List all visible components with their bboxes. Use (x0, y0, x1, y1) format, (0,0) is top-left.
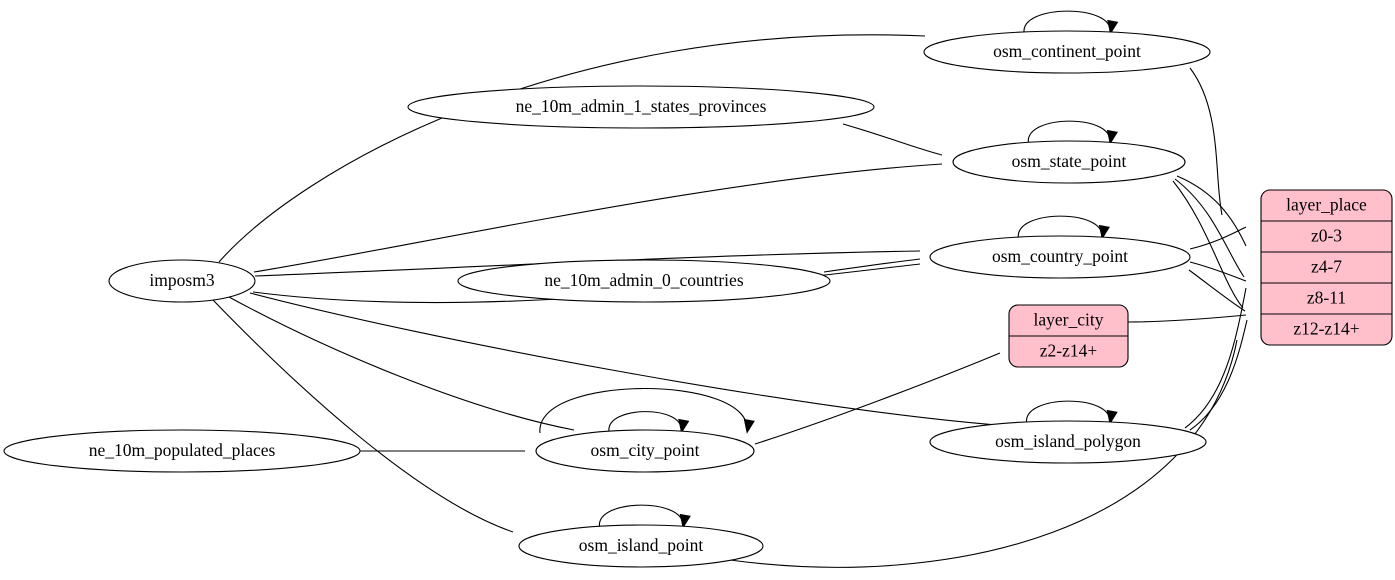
node-ellipse-osm_state_point[interactable] (952, 140, 1186, 184)
1259 (1188, 269, 1246, 312)
1259-line (1174, 178, 1245, 278)
1007.5 (249, 292, 998, 426)
1259 (1176, 175, 1247, 247)
node-ellipse-osm_city_point[interactable] (535, 429, 755, 473)
1259-line (1189, 261, 1247, 282)
1007.5-line (249, 292, 998, 426)
1259-line (1176, 175, 1247, 247)
584.5 (228, 296, 575, 431)
node-ne_10m_populated_places[interactable]: ne_10m_populated_places (3, 429, 361, 473)
selfloop-osm-state-point (1027, 120, 1118, 145)
1259 (1127, 314, 1247, 323)
930 (252, 263, 921, 304)
node-ellipse-osm_island_point[interactable] (518, 524, 764, 568)
node-ellipse-imposm3[interactable] (108, 259, 256, 303)
1259-line (1189, 319, 1248, 431)
1259 (1172, 180, 1244, 309)
selfloop-osm-city-point-inner-line (608, 411, 682, 433)
1259 (1189, 226, 1247, 250)
536 (360, 450, 525, 452)
selfloop-osm-continent-point-line (1023, 10, 1111, 34)
1258 (1189, 67, 1223, 216)
1258-line (1189, 67, 1223, 216)
1259 (1189, 319, 1248, 431)
1259-line (1127, 314, 1247, 323)
node-ellipse-ne_10m_populated_places[interactable] (3, 429, 361, 473)
node-ellipse-osm_island_polygon[interactable] (929, 420, 1207, 464)
selfloop-osm-state-point-arrowhead (1106, 129, 1118, 145)
selfloop-osm-continent-point (1023, 10, 1119, 35)
selfloop-osm-state-point-line (1027, 120, 1111, 144)
952.5-line (842, 123, 943, 156)
selfloop-osm-city-point-inner (608, 411, 690, 434)
selfloop-osm-city-point-inner-arrowhead (678, 418, 690, 434)
record-box-layer_place[interactable] (1260, 189, 1393, 346)
node-osm_island_point[interactable]: osm_island_point (518, 524, 764, 568)
selfloop-osm-island-point (598, 504, 691, 529)
selfloop-osm-city-point-outer-line (539, 388, 748, 434)
1008-line (754, 352, 1001, 445)
selfloop-osm-island-polygon (1026, 400, 1118, 425)
1259 (1184, 287, 1247, 429)
node-ellipse-osm_country_point[interactable] (929, 235, 1191, 279)
node-ne_10m_admin_1_states_provinces[interactable]: ne_10m_admin_1_states_provinces (407, 85, 875, 129)
1259 (1189, 261, 1247, 282)
1259-line (1172, 180, 1244, 309)
selfloop-osm-island-polygon-line (1026, 400, 1110, 424)
935 (218, 34, 926, 263)
1261 (729, 339, 1238, 568)
selfloop-osm-country-point-line (1017, 215, 1103, 239)
selfloop-osm-island-point-arrowhead (679, 513, 691, 529)
952 (253, 163, 943, 273)
1259-line (1188, 269, 1246, 312)
selfloop-osm-island-polygon-arrowhead (1106, 409, 1118, 425)
1259-line (1184, 287, 1247, 429)
node-ellipse-ne_10m_admin_0_countries[interactable] (457, 259, 831, 303)
selfloop-osm-continent-point-arrowhead (1107, 19, 1119, 35)
523-line (212, 299, 514, 533)
930 (823, 258, 921, 273)
930-line (823, 258, 921, 273)
523 (212, 299, 514, 533)
node-osm_country_point[interactable]: osm_country_point (929, 235, 1191, 279)
952.5 (842, 123, 943, 156)
930 (254, 250, 921, 277)
selfloop-osm-country-point (1017, 215, 1110, 240)
1008 (754, 352, 1001, 445)
node-ne_10m_admin_0_countries[interactable]: ne_10m_admin_0_countries (457, 259, 831, 303)
edges-layer (212, 10, 1248, 568)
1259 (1174, 178, 1245, 278)
node-osm_state_point[interactable]: osm_state_point (952, 140, 1186, 184)
952-line (253, 163, 943, 273)
selfloop-osm-city-point-outer-arrowhead (743, 418, 755, 434)
node-ellipse-ne_10m_admin_1_states_provinces[interactable] (407, 85, 875, 129)
node-osm_continent_point[interactable]: osm_continent_point (923, 30, 1211, 74)
935-line (218, 34, 926, 263)
selfloop-osm-island-point-line (598, 504, 684, 528)
584.5-line (228, 296, 575, 431)
nodes-layer: imposm3 ne_10m_admin_1_states_provincesne… (3, 30, 1393, 568)
node-imposm3[interactable]: imposm3 (108, 259, 256, 303)
1259-line (1189, 226, 1247, 250)
node-ellipse-osm_continent_point[interactable] (923, 30, 1211, 74)
1261-line (729, 339, 1238, 568)
selfloop-osm-city-point-outer (539, 388, 755, 434)
selfloop-osm-country-point-arrowhead (1098, 224, 1110, 240)
node-osm_island_polygon[interactable]: osm_island_polygon (929, 420, 1207, 464)
node-osm_city_point[interactable]: osm_city_point (535, 429, 755, 473)
